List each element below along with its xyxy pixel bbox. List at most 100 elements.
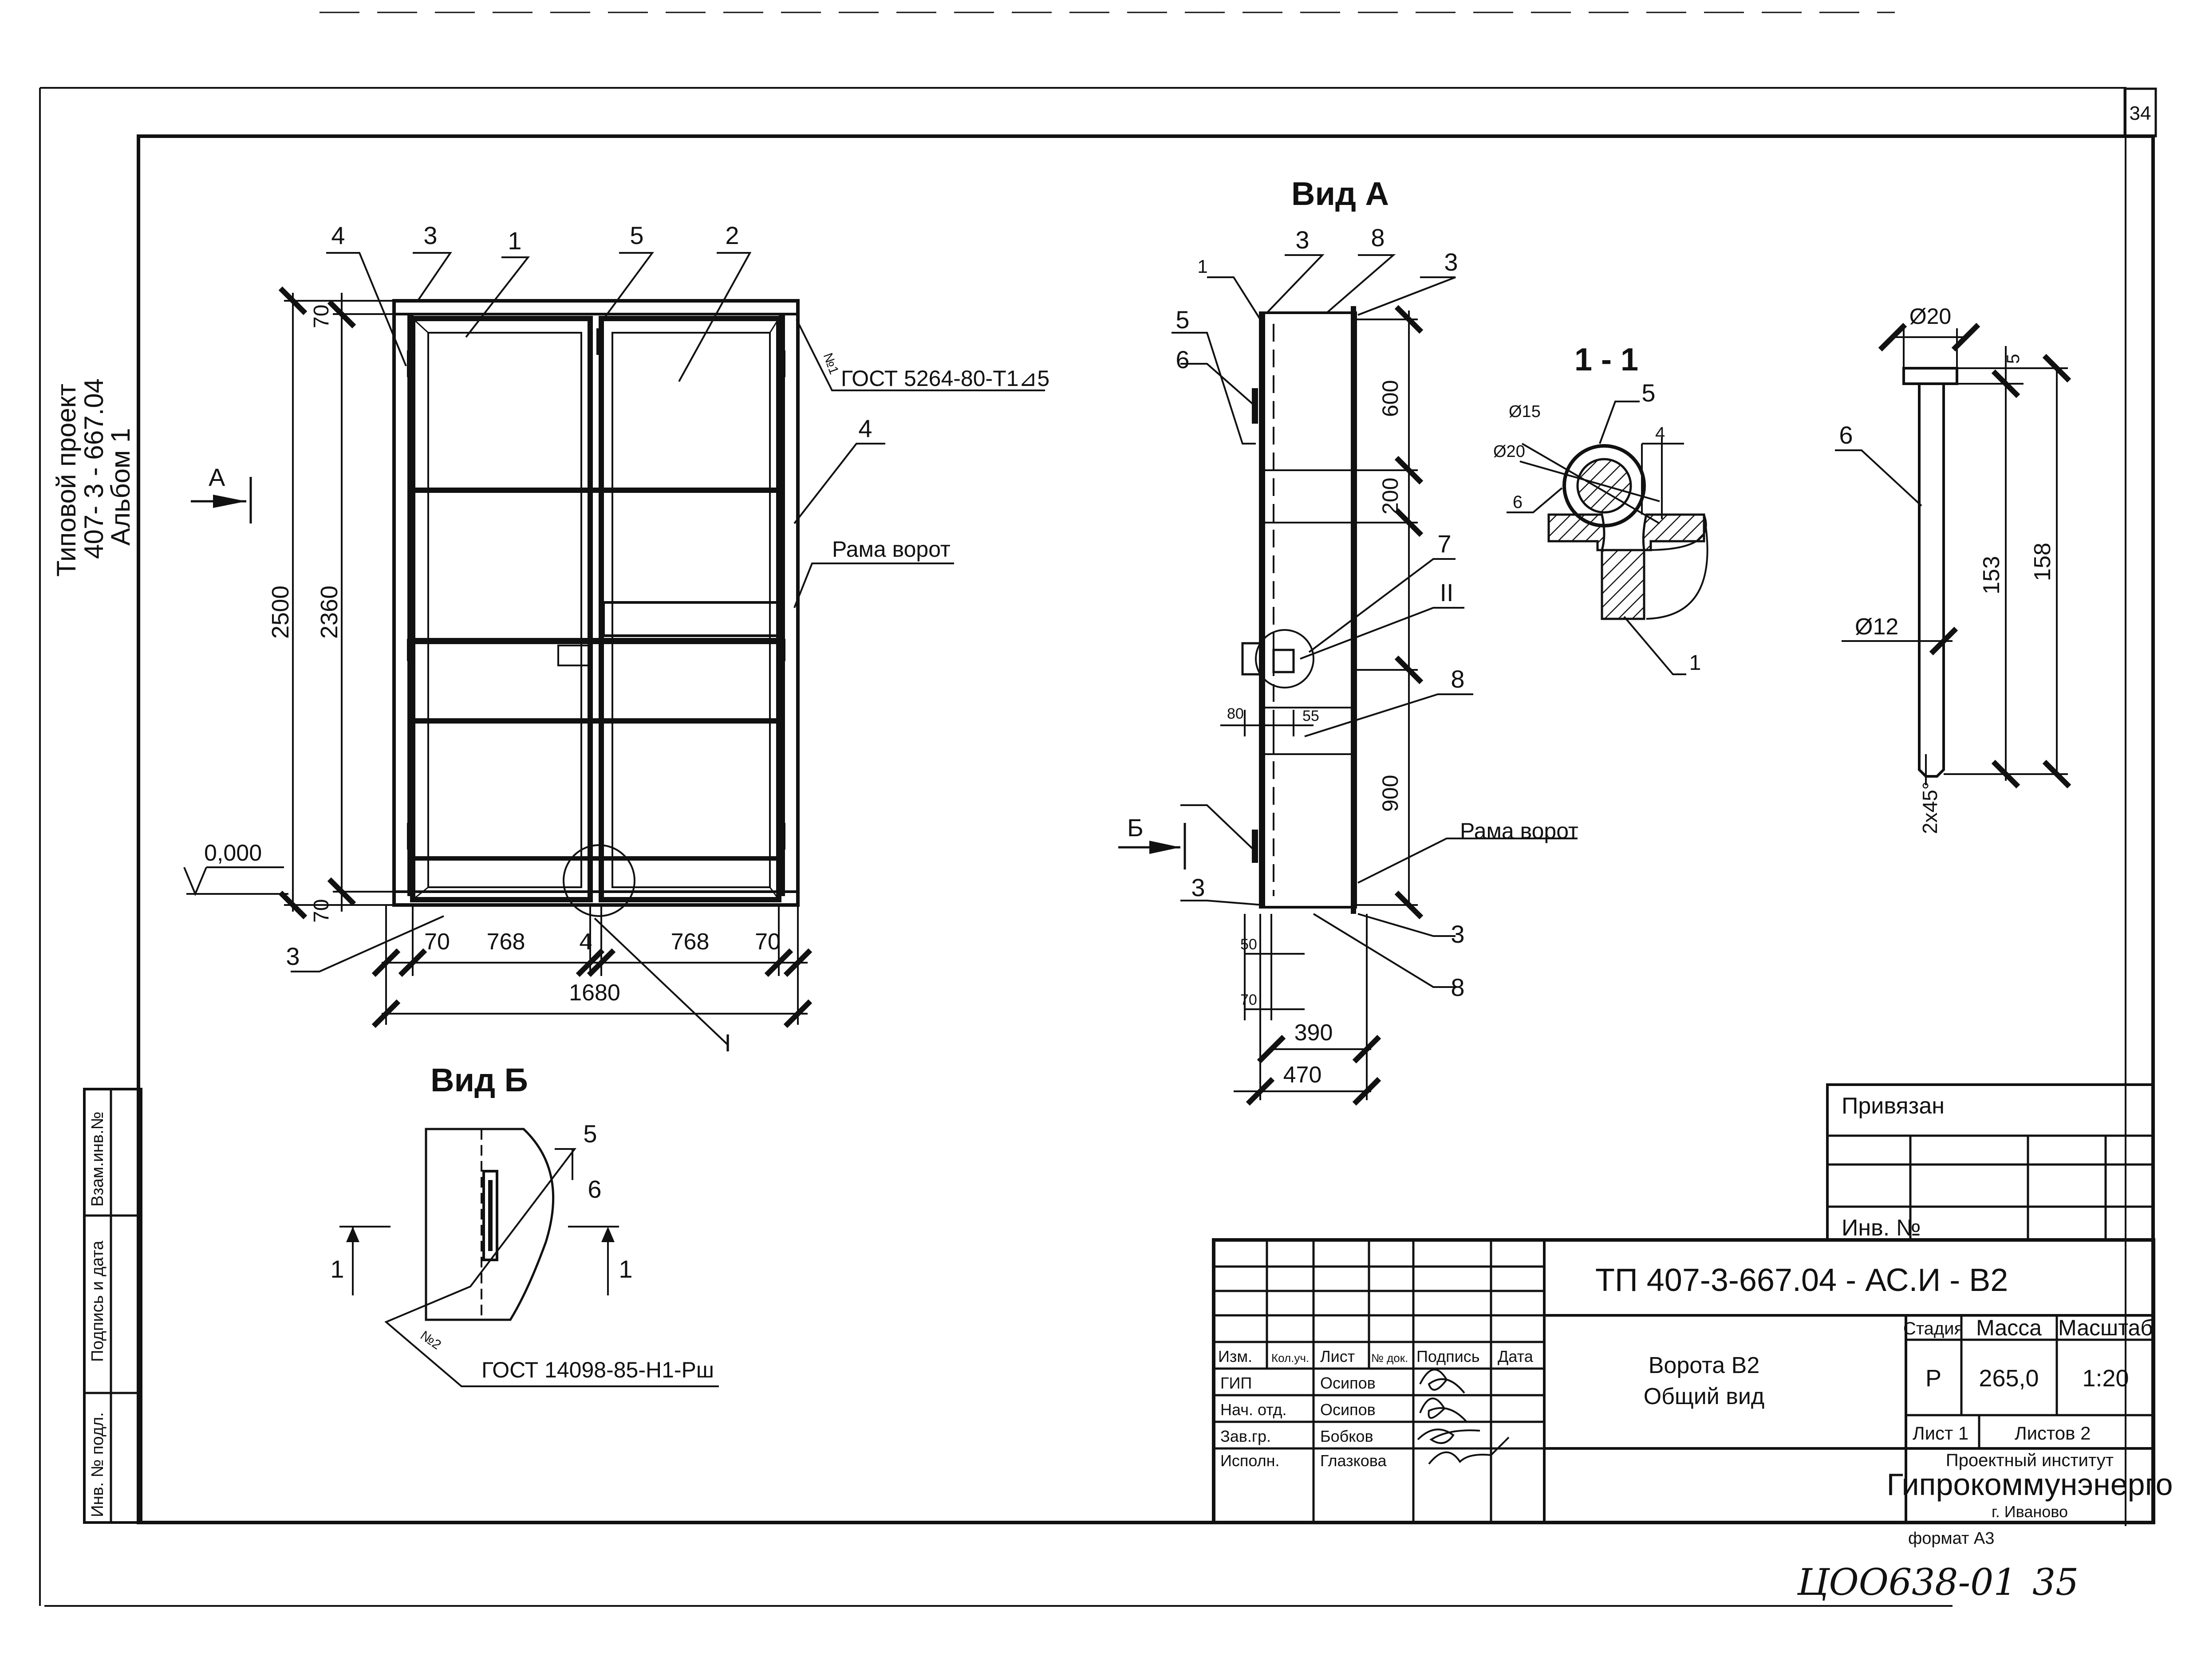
dim-50: 50 (1240, 936, 1257, 953)
strip-cell-1: Взам.инв.№ (88, 1112, 107, 1207)
va-callout-8b: 8 (1451, 665, 1464, 693)
view-b: Вид Б 5 6 1 1 №2 ГОСТ 14098-85-Н1-Рш (330, 1062, 719, 1387)
binding-title: Привязан (1842, 1093, 1945, 1119)
pin-chamfer: 2x45° (1918, 782, 1941, 834)
dim-1680: 1680 (569, 980, 620, 1006)
tb-scale: 1:20 (2082, 1365, 2129, 1392)
dim-470: 470 (1283, 1062, 1322, 1088)
tb-name-4: Глазкова (1320, 1452, 1387, 1470)
binding-block: Привязан Инв. № (1826, 1083, 2155, 1241)
tb-sheets: Листов 2 (2015, 1423, 2091, 1444)
tb-stage: Р (1925, 1365, 1941, 1392)
level-mark: 0,000 (204, 840, 262, 866)
pin-phi20: Ø20 (1909, 304, 1952, 329)
dim-70-right: 70 (755, 929, 781, 955)
va-frame-label: Рама ворот (1460, 818, 1578, 843)
s11-dim-4: 4 (1655, 424, 1665, 443)
dim-2500: 2500 (267, 586, 294, 639)
view-a-title: Вид А (1291, 175, 1389, 212)
frame-label: Рама ворот (832, 537, 951, 562)
format-label: формат А3 (1908, 1529, 1994, 1548)
va-callout-8a: 8 (1371, 224, 1385, 252)
title-block: Изм. Кол.уч. Лист № док. Подпись Дата ГИ… (1212, 1238, 2173, 1524)
callout-4-right: 4 (858, 414, 872, 442)
callout-I: I (724, 1029, 731, 1057)
strip-cell-3: Инв. № подл. (88, 1412, 107, 1517)
dim-55: 55 (1302, 708, 1319, 724)
pin-detail: 6 Ø20 5 153 158 Ø12 2x45° (1835, 304, 2071, 834)
dim-390: 390 (1294, 1020, 1333, 1046)
weld-number-2: №2 (418, 1328, 444, 1353)
tb-name-1: Осипов (1320, 1374, 1376, 1392)
va-callout-1: 1 (1197, 256, 1207, 277)
pin-dim-153: 153 (1979, 556, 2004, 594)
s11-callout-6: 6 (1513, 492, 1523, 512)
pin-dim-158: 158 (2030, 543, 2055, 581)
va-callout-3c: 3 (1191, 873, 1205, 901)
left-strip: Взам.инв.№ Подпись и дата Инв. № подл. (83, 1088, 142, 1524)
dim-900: 900 (1378, 775, 1403, 812)
callout-3-bottom: 3 (286, 942, 300, 970)
strip-cell-2: Подпись и дата (88, 1240, 107, 1362)
tb-org-line2: Гипрокоммунэнерго (1886, 1467, 2173, 1502)
vb-callout-6: 6 (588, 1175, 601, 1203)
s11-callout-5: 5 (1641, 379, 1655, 407)
callout-3: 3 (423, 221, 437, 249)
binding-inv: Инв. № (1842, 1215, 1921, 1241)
weld-note-2: ГОСТ 14098-85-Н1-Рш (481, 1357, 714, 1382)
tb-name-line1: Ворота В2 (1649, 1353, 1760, 1378)
pin-callout-6: 6 (1839, 421, 1853, 449)
tb-stage-label: Стадия (1903, 1319, 1964, 1338)
callout-1: 1 (508, 227, 521, 255)
va-callout-7: 7 (1437, 530, 1451, 558)
side-stamp: Типовой проект 407- 3 - 667.04 Альбом 1 (51, 378, 135, 577)
tb-head-ndoc: № док. (1371, 1351, 1408, 1365)
tb-head-data: Дата (1498, 1347, 1534, 1365)
tb-role-2: Нач. отд. (1220, 1401, 1287, 1419)
tb-role-1: ГИП (1220, 1374, 1252, 1392)
vb-section-left: 1 (330, 1255, 344, 1283)
callout-2: 2 (725, 221, 739, 249)
handwritten-page: 35 (2032, 1562, 2079, 1604)
tb-role-3: Зав.гр. (1220, 1427, 1271, 1445)
tb-scale-label: Масштаб (2058, 1315, 2153, 1340)
va-callout-3a: 3 (1295, 226, 1309, 254)
section-title: 1 - 1 (1574, 342, 1638, 378)
tb-head-list: Лист (1320, 1347, 1355, 1365)
s11-phi15: Ø15 (1509, 402, 1541, 421)
tb-code: ТП 407-3-667.04 - АС.И - В2 (1595, 1263, 2008, 1298)
vb-section-right: 1 (619, 1255, 632, 1283)
tb-head-kol: Кол.уч. (1271, 1351, 1309, 1365)
view-marker-a: А (209, 463, 225, 491)
s11-phi20: Ø20 (1493, 442, 1525, 461)
dim-768-left: 768 (487, 929, 525, 955)
va-callout-8c: 8 (1451, 973, 1464, 1001)
pin-phi12: Ø12 (1855, 614, 1898, 640)
dim-80: 80 (1227, 705, 1244, 722)
dim-70-bottom: 70 (310, 899, 333, 923)
side-stamp-line2: 407- 3 - 667.04 (79, 378, 109, 559)
dim-70-top: 70 (310, 305, 333, 328)
section-1-1: 1 - 1 Ø15 Ø20 4 5 6 1 (1493, 342, 1708, 675)
tb-name-line2: Общий вид (1644, 1384, 1765, 1409)
side-stamp-line3: Альбом 1 (106, 428, 135, 546)
dim-70-va: 70 (1240, 991, 1257, 1008)
va-callout-3d: 3 (1451, 920, 1464, 948)
dim-600: 600 (1378, 380, 1403, 417)
view-b-title: Вид Б (430, 1062, 528, 1098)
tb-name-3: Бобков (1320, 1427, 1373, 1445)
dim-4-mid: 4 (580, 929, 592, 955)
view-marker-b: Б (1127, 814, 1144, 842)
va-callout-3b: 3 (1444, 248, 1458, 276)
tb-name-2: Осипов (1320, 1401, 1376, 1419)
sheet-number: 34 (2130, 102, 2151, 124)
pin-dim-5: 5 (2004, 354, 2023, 364)
s11-callout-1: 1 (1689, 651, 1701, 675)
tb-org-line3: г. Иваново (1992, 1503, 2068, 1521)
tb-mass-label: Масса (1976, 1315, 2042, 1340)
tb-role-4: Исполн. (1220, 1452, 1280, 1470)
weld-note-1: ГОСТ 5264-80-Т1⊿5 (841, 366, 1049, 391)
dim-768-right: 768 (671, 929, 710, 955)
signatures (1417, 1369, 1510, 1465)
